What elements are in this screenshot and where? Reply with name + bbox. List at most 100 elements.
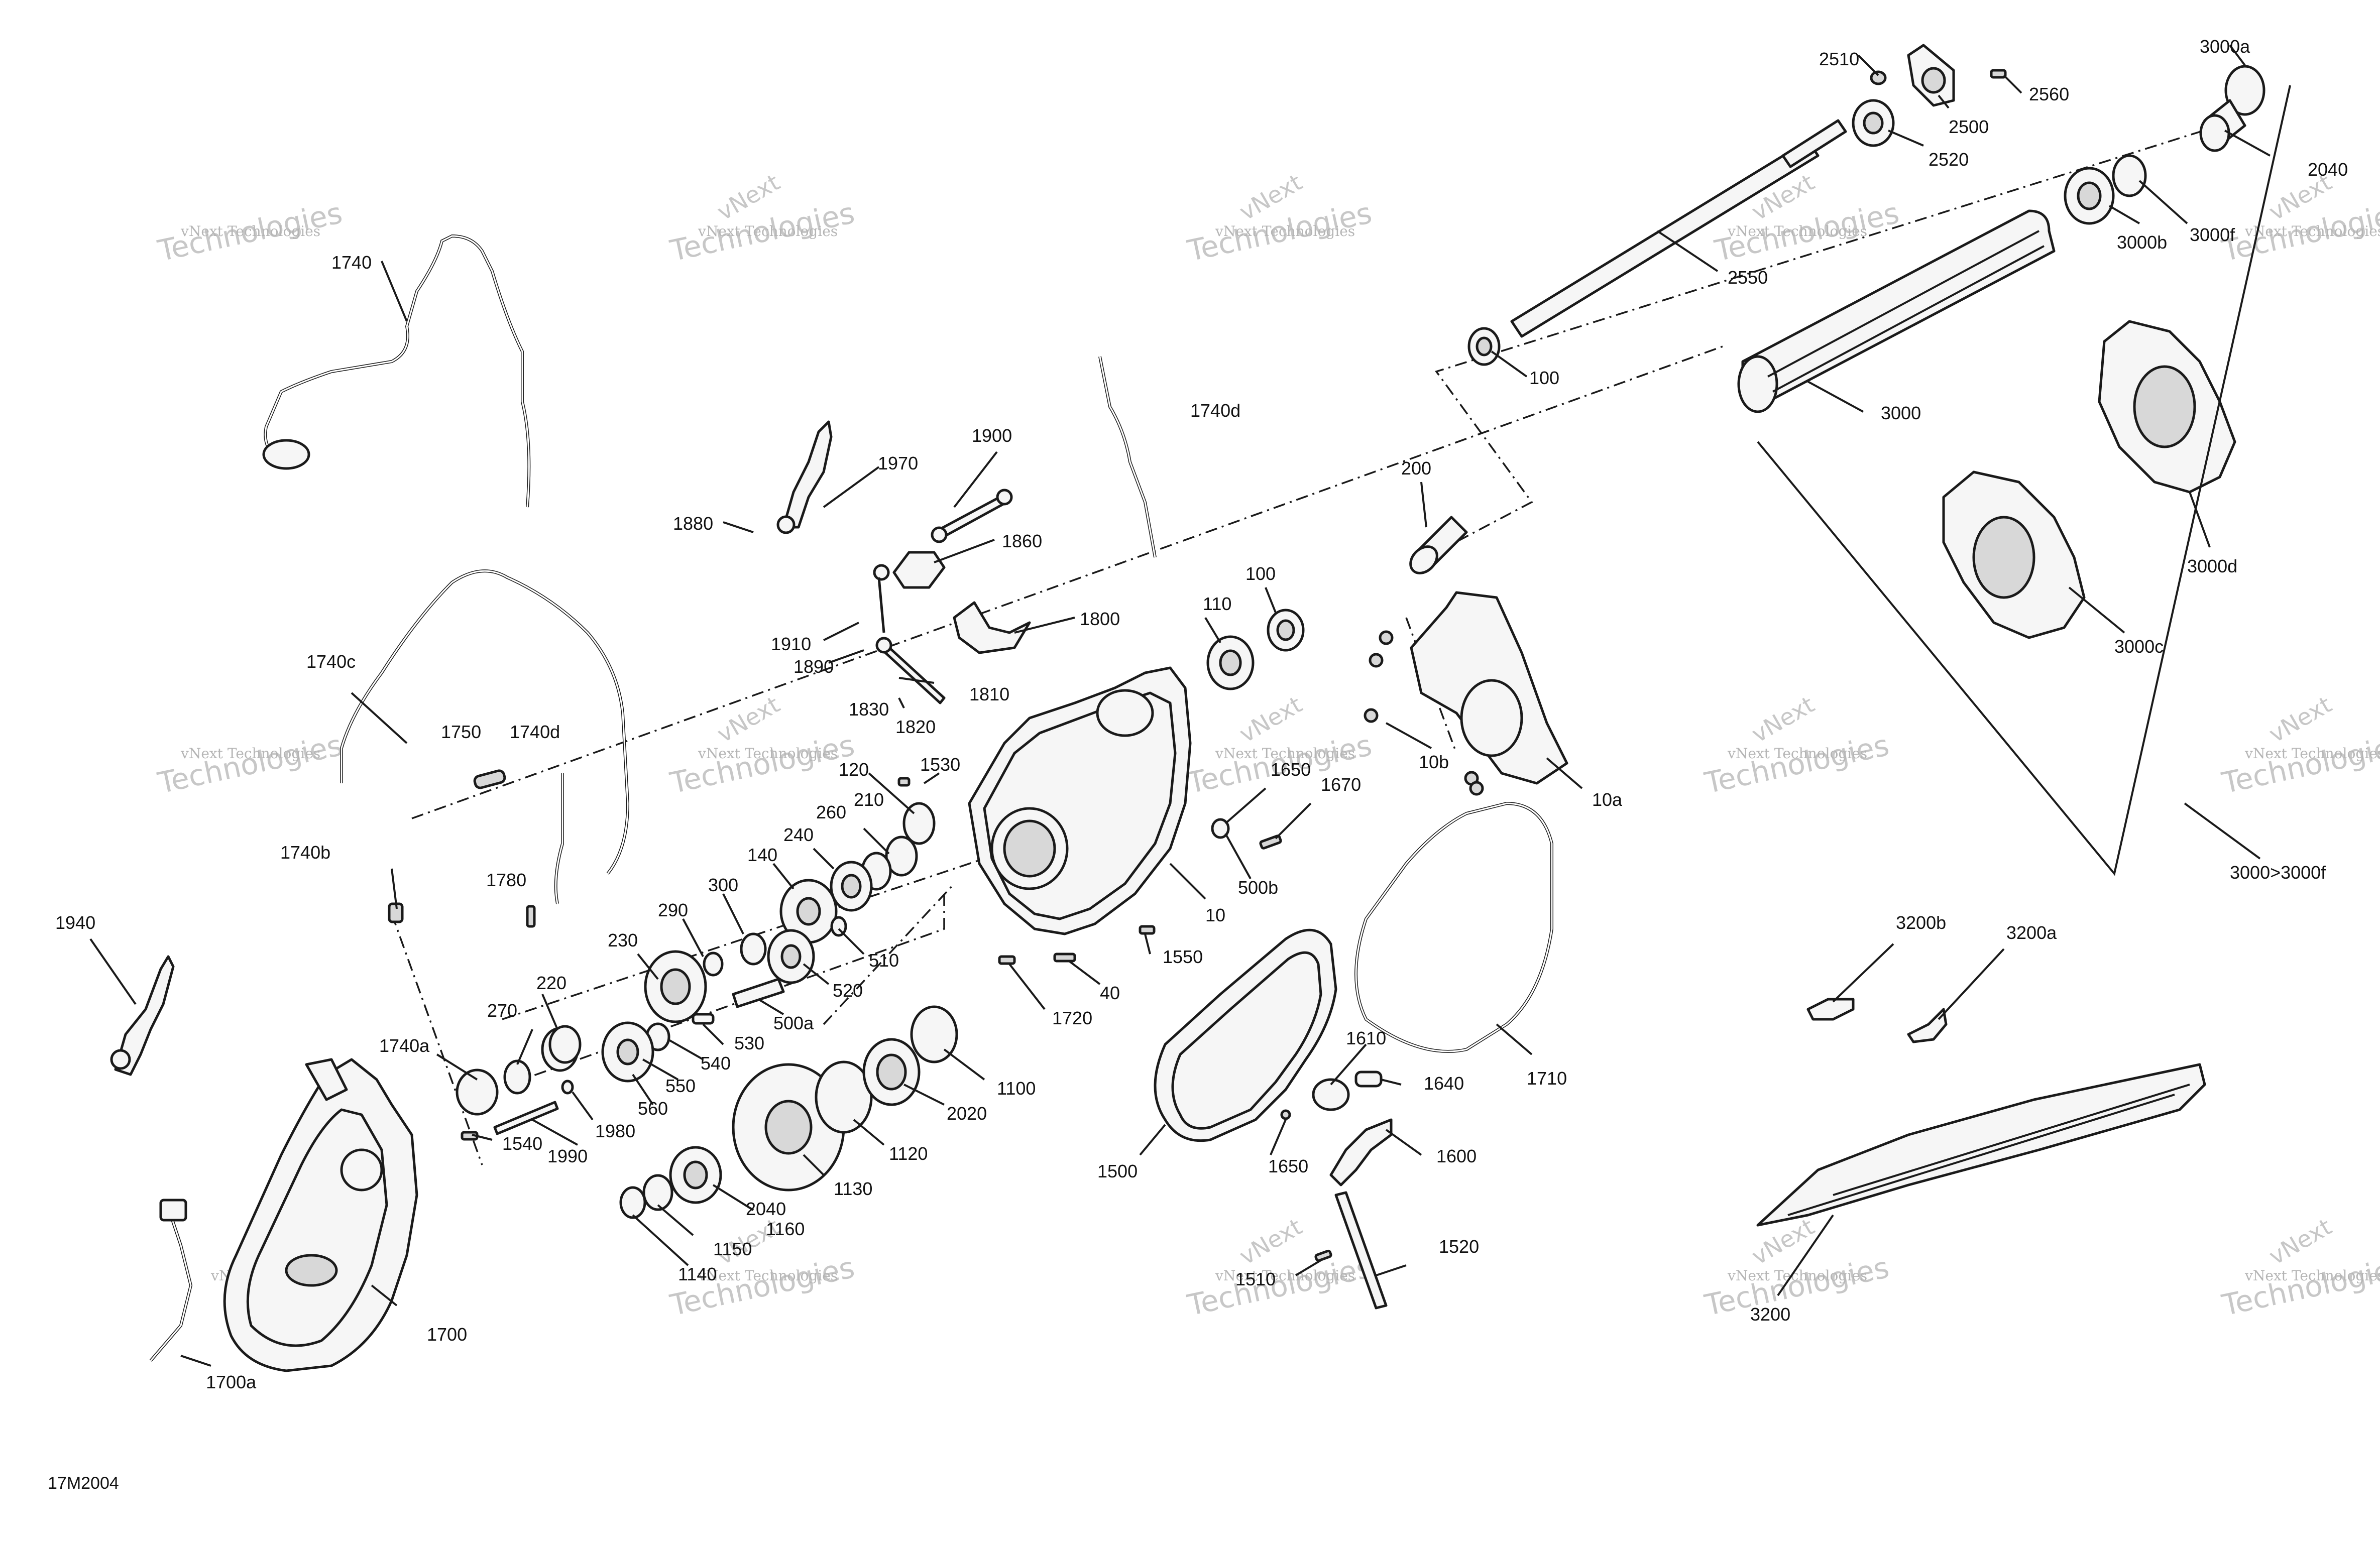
part-10-main-case — [968, 666, 1192, 935]
part-2560-bolt — [1990, 69, 2007, 79]
label-1990: 1990 — [547, 1146, 588, 1166]
watermark-text: vNext Technologies — [1215, 1267, 1355, 1284]
part-1860-bracket — [873, 551, 946, 589]
label-200: 200 — [1401, 458, 1431, 479]
watermark-text: vNext Technologies — [1215, 745, 1355, 762]
part-1980-washer — [561, 1080, 574, 1095]
watermark-text: Technologies — [667, 728, 858, 800]
part-3000a-ring — [2224, 65, 2265, 116]
part-1650-pin-bottom — [1280, 1109, 1291, 1120]
part-40-pin — [1053, 953, 1076, 963]
part-3000-drive-shaft — [1737, 209, 2056, 413]
label-1880: 1880 — [673, 513, 713, 534]
label-2520: 2520 — [1929, 149, 1969, 170]
label-40: 40 — [1100, 983, 1120, 1003]
part-520-gear — [767, 929, 815, 984]
watermark-text: Technologies — [2219, 1250, 2380, 1323]
label-1160: 1160 — [766, 1219, 805, 1239]
label-1740b: 1740b — [280, 842, 330, 863]
label-540: 540 — [701, 1053, 731, 1074]
label-1540: 1540 — [502, 1133, 542, 1154]
watermark-text: vNext Technologies — [1727, 223, 1867, 240]
label-10: 10 — [1205, 905, 1225, 925]
part-1880-shift-arm — [776, 420, 833, 534]
label-2510: 2510 — [1819, 49, 1859, 69]
label-1830: 1830 — [849, 699, 889, 720]
label-1940: 1940 — [55, 912, 95, 933]
label-500b: 500b — [1238, 877, 1278, 898]
label-1740d-right: 1740d — [1190, 400, 1240, 421]
part-120-ring — [902, 802, 936, 845]
part-1640-pad — [1354, 1071, 1383, 1088]
part-510-washer — [830, 916, 847, 937]
label-1780: 1780 — [486, 870, 526, 890]
part-1500-chain — [1154, 928, 1337, 1142]
label-500a: 500a — [773, 1013, 814, 1033]
label-2040: 2040 — [746, 1199, 786, 1219]
part-270-ring — [503, 1059, 531, 1095]
watermark-text: Technologies — [667, 1250, 858, 1323]
label-1740c: 1740c — [306, 651, 356, 672]
label-1710: 1710 — [1527, 1068, 1567, 1089]
watermark-text: Technologies — [2219, 728, 2380, 800]
watermark-logo: vNext — [1235, 1213, 1307, 1270]
part-10a-plate — [1410, 591, 1568, 785]
label-100-top: 100 — [1529, 368, 1559, 388]
part-110-bearing — [1206, 635, 1255, 690]
label-1510: 1510 — [1235, 1269, 1276, 1289]
part-2510-bolt — [1870, 70, 1887, 85]
watermark-text: vNext Technologies — [180, 745, 320, 762]
watermark-text: vNext Technologies — [2244, 223, 2380, 240]
watermark-logo: vNext — [1747, 1213, 1819, 1270]
part-2040-hub-top — [2199, 99, 2246, 152]
part-1120-ring — [815, 1060, 873, 1134]
label-100-mid: 100 — [1245, 563, 1276, 584]
part-1100-ring — [910, 1005, 958, 1063]
label-1600: 1600 — [1436, 1146, 1477, 1166]
hose-1740d-left — [554, 773, 564, 904]
label-2550: 2550 — [1728, 267, 1768, 288]
watermark-text: Technologies — [1702, 728, 1892, 800]
label-510: 510 — [869, 950, 899, 971]
label-3000d: 3000d — [2187, 556, 2237, 576]
part-1510-pin — [1314, 1249, 1332, 1262]
part-3200-track-guide — [1756, 1063, 2206, 1227]
label-1650-top: 1650 — [1271, 759, 1311, 780]
part-1800-bracket — [953, 601, 1031, 654]
label-560: 560 — [638, 1098, 668, 1119]
part-1710-gasket — [1354, 801, 1553, 1053]
label-2560: 2560 — [2029, 84, 2069, 104]
label-3200a: 3200a — [2006, 922, 2057, 943]
watermark-logo: vNext — [713, 691, 784, 748]
label-1100: 1100 — [997, 1078, 1036, 1099]
label-530: 530 — [734, 1033, 764, 1053]
watermark-text: vNext Technologies — [1727, 745, 1867, 762]
label-2500: 2500 — [1949, 116, 1989, 137]
label-1130: 1130 — [834, 1178, 872, 1199]
part-1940-lever — [110, 955, 175, 1076]
label-1800: 1800 — [1080, 609, 1120, 629]
part-100-seal-top — [1467, 327, 1501, 366]
label-230: 230 — [608, 930, 638, 951]
watermark-text: vNext Technologies — [2244, 1267, 2380, 1284]
part-1700a-hose — [149, 1199, 193, 1362]
label-1550: 1550 — [1163, 946, 1203, 967]
label-1910: 1910 — [771, 634, 811, 654]
watermark-text: Technologies — [155, 728, 346, 800]
watermark-text: vNext Technologies — [1727, 1267, 1867, 1284]
hose-clamp-icon — [262, 439, 310, 470]
label-1740: 1740 — [331, 252, 372, 273]
hose-1740d-right — [1098, 356, 1157, 558]
part-10b-nuts — [1364, 630, 1484, 796]
part-300-ring — [740, 932, 767, 966]
label-10b: 10b — [1419, 752, 1449, 772]
label-1810: 1810 — [969, 684, 1009, 704]
part-1600-arm — [1329, 1118, 1393, 1186]
watermark-text: vNext Technologies — [2244, 745, 2380, 762]
label-2020: 2020 — [947, 1103, 987, 1124]
label-1740a: 1740a — [379, 1035, 430, 1056]
watermark-layer: Technologies Technologies Technologies T… — [155, 169, 2380, 1323]
part-1150-ring — [642, 1174, 673, 1211]
watermark-text: vNext Technologies — [1215, 223, 1355, 240]
diagram-code: 17M2004 — [48, 1474, 119, 1493]
